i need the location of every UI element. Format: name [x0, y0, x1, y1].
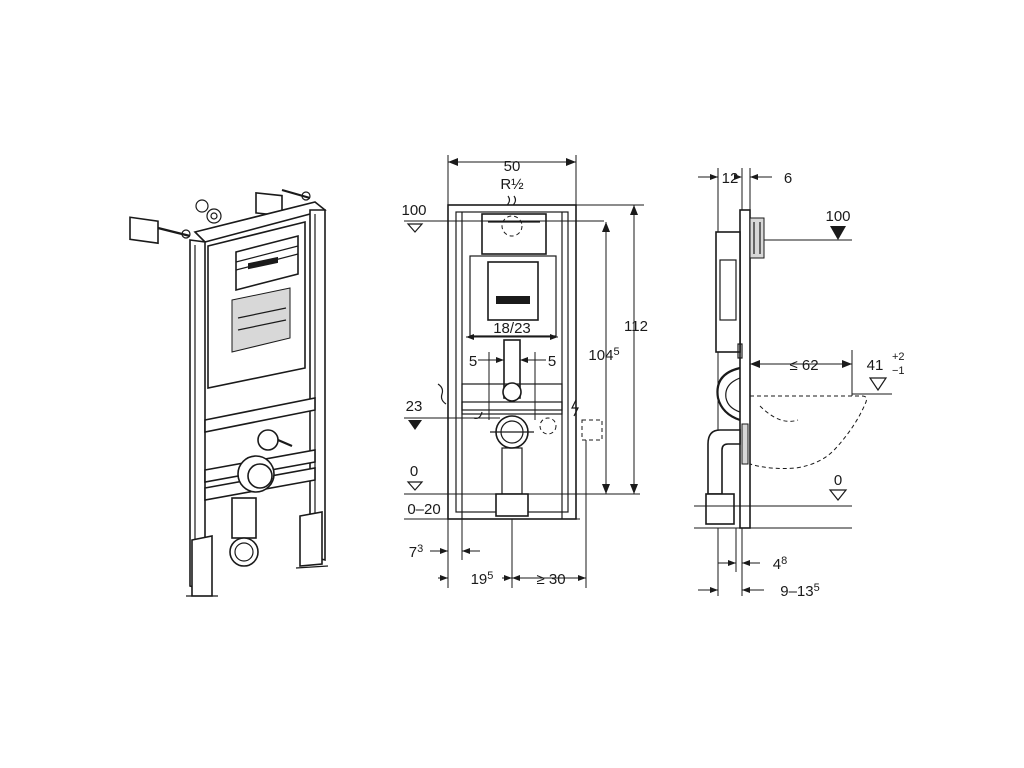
dim-offset-right: 5	[548, 353, 556, 370]
level-marker-100-side	[830, 226, 846, 240]
dim-height-112: 112	[624, 318, 648, 335]
level-marker-bowl	[868, 377, 888, 392]
brand-logo-front	[496, 296, 530, 304]
side-view: 12 6 100 ≤ 62 41 +2 −1	[694, 168, 905, 600]
dim-offset-left: 5	[469, 353, 477, 370]
electric-icon	[571, 399, 579, 417]
dim-foot-to-axis: 195	[471, 570, 494, 588]
dim-projection: ≤ 62	[789, 357, 818, 374]
level-marker-0-side	[828, 489, 848, 501]
thread-label: R½	[500, 176, 524, 193]
dim-clearance-side: ≥ 30	[536, 571, 565, 588]
bowl-tol-minus: −1	[892, 365, 905, 377]
dim-wall-range: 9–135	[780, 582, 820, 600]
level-0-side-label: 0	[834, 472, 842, 489]
level-100-label: 100	[401, 202, 426, 219]
bowl-tol-plus: +2	[892, 351, 905, 363]
frame-structure	[186, 201, 329, 597]
water-connector	[195, 199, 222, 224]
flush-pipe-icon	[437, 383, 447, 405]
dim-width-50: 50	[504, 158, 521, 175]
level-marker-0	[406, 481, 424, 491]
dim-depth-6: 6	[784, 170, 792, 187]
isometric-view	[129, 188, 329, 597]
level-marker-100	[406, 223, 424, 233]
level-marker-23	[408, 420, 422, 430]
dim-height-104: 1045	[588, 346, 619, 364]
power-socket	[581, 419, 603, 441]
level-0-label: 0	[410, 463, 418, 480]
dim-depth-12: 12	[722, 170, 739, 187]
front-view: 50 R½ 18/23 5 5	[401, 155, 648, 588]
wc-bowl-outline	[749, 395, 867, 469]
level-100-side-label: 100	[825, 208, 850, 225]
dim-fixing-spacing: 18/23	[493, 320, 531, 337]
bowl-height-label: 41	[867, 357, 884, 374]
level-23-label: 23	[406, 398, 423, 415]
wall-bracket-left	[129, 216, 191, 245]
floor-range-label: 0–20	[407, 501, 440, 518]
dim-foot-offset: 73	[409, 543, 423, 561]
brand-logo	[248, 256, 278, 270]
dim-wall-offset: 48	[773, 555, 787, 573]
